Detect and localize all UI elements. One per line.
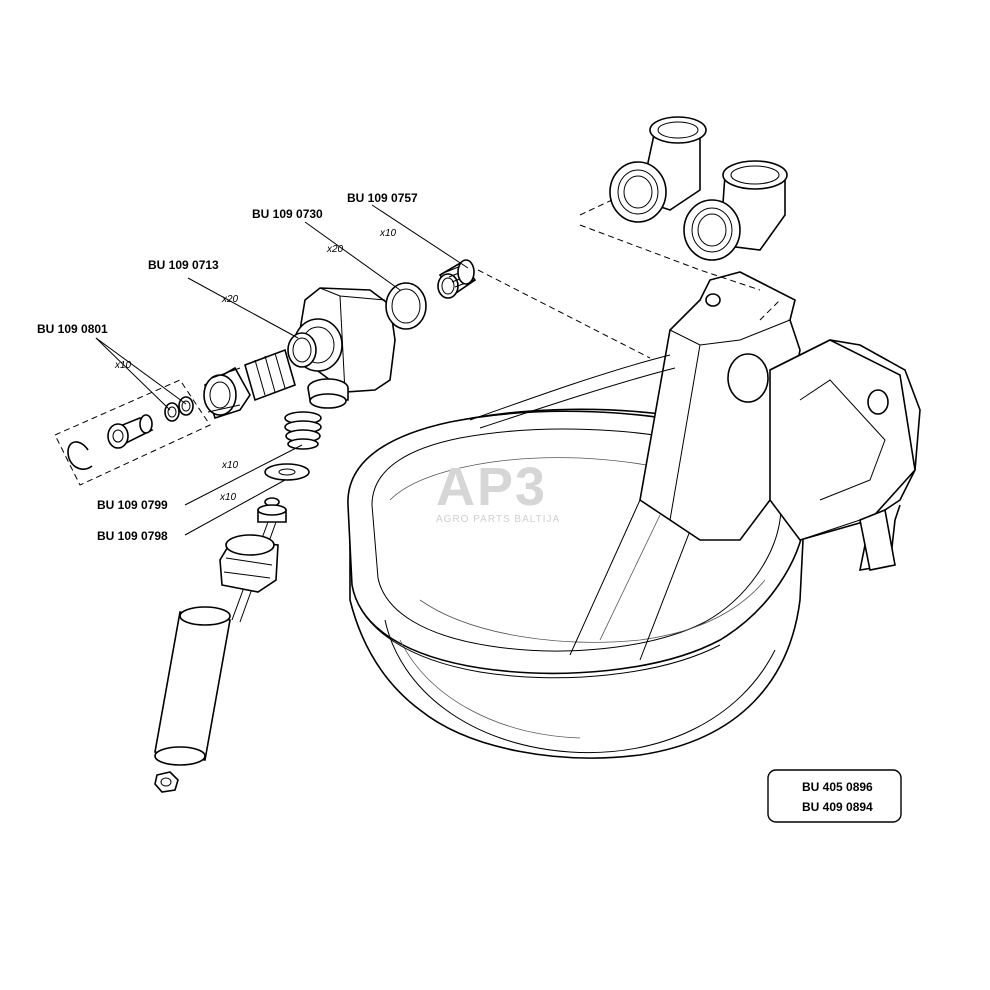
qty-0757: x10 (379, 228, 397, 239)
watermark-tagline: AGRO PARTS BALTIJA (436, 514, 560, 525)
qty-0798: x10 (219, 492, 237, 503)
reference-line-2: BU 409 0894 (802, 800, 873, 814)
label-bu-109-0730: BU 109 0730 (252, 207, 323, 221)
spring (284, 411, 322, 450)
qty-0730: x20 (326, 244, 344, 255)
filter-screen (437, 259, 477, 299)
qty-0799: x10 (221, 460, 239, 471)
label-bu-109-0713: BU 109 0713 (148, 258, 219, 272)
leader-lines (95, 204, 469, 536)
washer (264, 463, 310, 481)
reference-box: BU 405 0896 BU 409 0894 (767, 769, 902, 823)
label-bu-109-0801: BU 109 0801 (37, 322, 108, 336)
o-rings (287, 282, 427, 368)
reference-line-1: BU 405 0896 (802, 780, 873, 794)
label-bu-109-0798: BU 109 0798 (97, 529, 168, 543)
label-bu-109-0757: BU 109 0757 (347, 191, 418, 205)
nut (154, 771, 179, 793)
label-bu-109-0799: BU 109 0799 (97, 498, 168, 512)
valve-stem (219, 497, 287, 623)
float-cylinder (154, 606, 231, 766)
mounting-bracket (469, 271, 921, 571)
small-parts-group (54, 379, 211, 486)
qty-0713: x20 (221, 294, 239, 305)
elbow-fittings (579, 116, 788, 321)
qty-0801: x10 (114, 360, 132, 371)
assembly-line-filter (477, 269, 651, 359)
nozzle-assembly (203, 348, 296, 420)
watermark-logo: AP3 (436, 457, 547, 517)
